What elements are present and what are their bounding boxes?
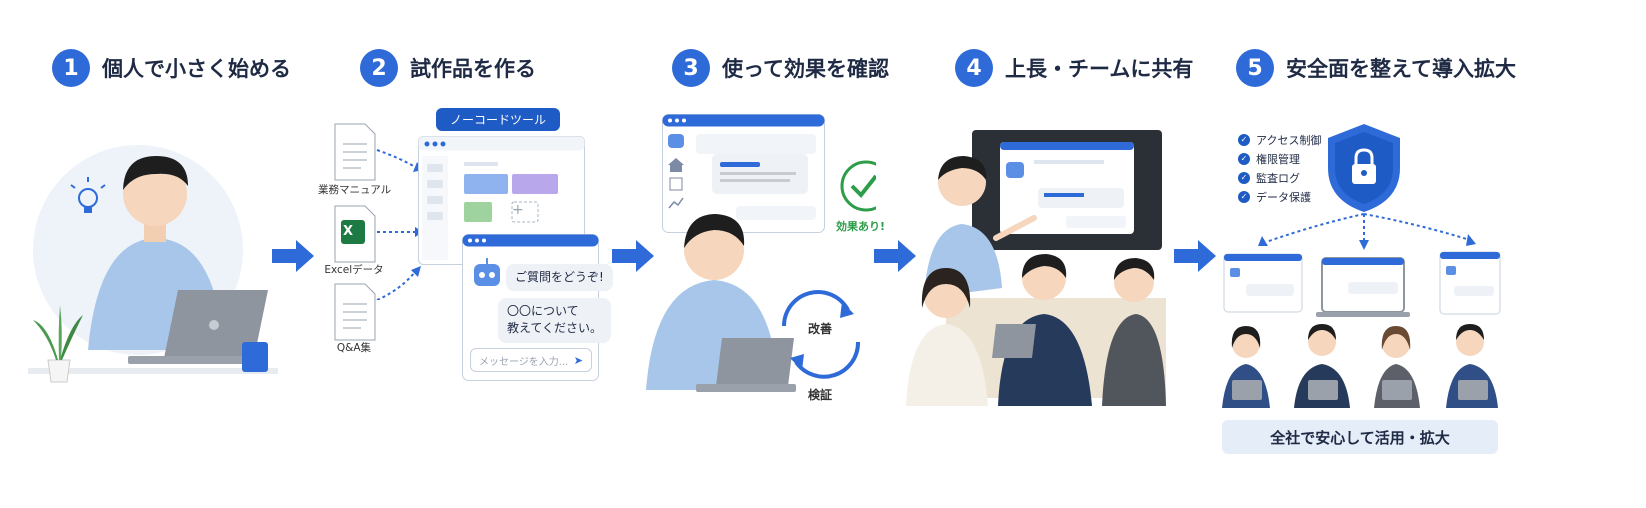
checklist-item: ✓ データ保護 <box>1238 187 1321 206</box>
step-3-illustration <box>646 114 876 392</box>
flow-arrow-icon <box>612 240 654 272</box>
flow-arrow-icon <box>874 240 916 272</box>
user-avatar <box>1222 326 1270 408</box>
robot-icon <box>1006 162 1024 178</box>
doc-label: Excelデータ <box>324 264 384 276</box>
document-icon <box>334 123 376 181</box>
step-1-title: 1 個人で小さく始める <box>52 48 291 88</box>
user-avatar <box>1446 324 1498 408</box>
bot-message: ご質問をどうぞ! <box>506 264 613 292</box>
step-label: 試作品を作る <box>410 57 536 81</box>
device-screen <box>1316 257 1410 317</box>
user-avatar <box>1294 324 1350 408</box>
step-label: 使って効果を確認 <box>722 57 889 81</box>
checklist-label: 権限管理 <box>1256 152 1300 166</box>
step-label: 安全面を整えて導入拡大 <box>1286 57 1516 81</box>
rollout-banner: 全社で安心して活用・拡大 <box>1222 420 1498 454</box>
checklist-label: データ保護 <box>1256 190 1311 204</box>
device-screen <box>1439 251 1501 315</box>
user-avatar <box>1374 326 1420 408</box>
robot-icon <box>474 258 500 286</box>
step-number: 3 <box>672 49 710 87</box>
chart-icon <box>668 197 684 209</box>
checklist-item: ✓ 権限管理 <box>1238 149 1321 168</box>
check-icon: ✓ <box>1238 190 1250 203</box>
message-input-placeholder: メッセージを入力... <box>479 356 569 368</box>
cycle-improve-label: 改善 <box>808 322 833 336</box>
checklist-label: アクセス制御 <box>1256 133 1322 147</box>
user-message-line: 〇〇について <box>507 304 579 318</box>
step-number: 2 <box>360 49 398 87</box>
effect-label: 効果あり! <box>836 220 886 233</box>
flow-arrow-icon <box>272 240 314 272</box>
step-label: 個人で小さく始める <box>102 57 291 81</box>
step-number: 1 <box>52 49 90 87</box>
step-number: 5 <box>1236 49 1274 87</box>
doc-label: Q&A集 <box>336 342 372 354</box>
step-4-title: 4 上長・チームに共有 <box>955 48 1193 88</box>
document-icon <box>334 283 376 341</box>
send-icon[interactable]: ➤ <box>573 353 583 367</box>
user-message: 〇〇について 教えてください。 <box>498 298 612 343</box>
checklist-item: ✓ アクセス制御 <box>1238 130 1321 149</box>
message-input[interactable]: メッセージを入力... ➤ <box>470 348 592 372</box>
step-5-title: 5 安全面を整えて導入拡大 <box>1236 48 1516 88</box>
excel-icon <box>334 205 376 263</box>
step-5-illustration <box>1222 124 1501 408</box>
check-icon: ✓ <box>1238 133 1250 146</box>
check-circle-icon <box>840 160 876 212</box>
check-icon: ✓ <box>1238 152 1250 165</box>
cycle-verify-label: 検証 <box>808 388 833 402</box>
excel-letter: X <box>343 224 354 239</box>
step-label: 上長・チームに共有 <box>1005 57 1194 81</box>
device-screen <box>1223 253 1303 313</box>
step-2-title: 2 試作品を作る <box>360 48 536 88</box>
check-icon: ✓ <box>1238 171 1250 184</box>
step-1-illustration <box>28 145 278 383</box>
security-checklist: ✓ アクセス制御 ✓ 権限管理 ✓ 監査ログ ✓ データ保護 <box>1238 130 1321 206</box>
step-2-docs <box>334 123 376 341</box>
step-3-title: 3 使って効果を確認 <box>672 48 889 88</box>
step-number: 4 <box>955 49 993 87</box>
checklist-item: ✓ 監査ログ <box>1238 168 1321 187</box>
home-icon <box>668 158 684 172</box>
flow-arrow-icon <box>1174 240 1216 272</box>
step-4-illustration <box>906 130 1166 406</box>
nocode-tool-chip: ノーコードツール <box>436 108 561 131</box>
shield-lock-icon <box>1328 124 1400 212</box>
user-message-line: 教えてください。 <box>507 321 603 336</box>
checklist-label: 監査ログ <box>1256 171 1300 185</box>
doc-label: 業務マニュアル <box>318 184 392 196</box>
nocode-tool-window <box>418 136 585 265</box>
document-icon <box>669 177 683 191</box>
plus-icon: + <box>512 202 524 218</box>
robot-icon <box>668 134 684 148</box>
lightbulb-icon <box>70 177 106 213</box>
